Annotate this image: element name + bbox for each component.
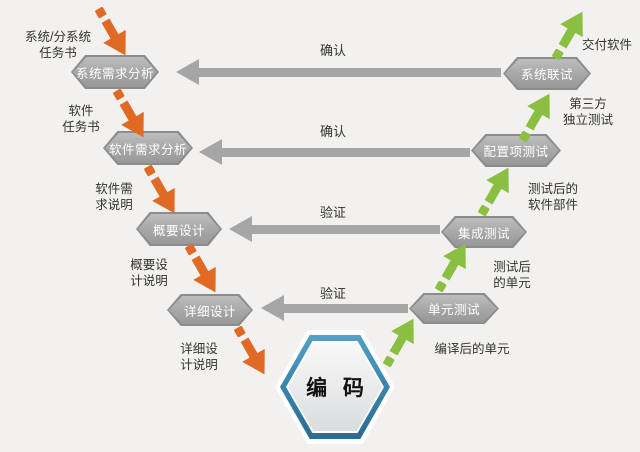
down-arrow-icon	[144, 164, 175, 214]
node-label: 系统联试	[520, 68, 573, 82]
node-detailed-design: 详细设计	[167, 294, 253, 326]
arrowhead-left-icon	[261, 295, 284, 321]
arrow-shaft	[199, 67, 501, 77]
confirm-label-row2: 确认	[319, 124, 346, 139]
node-configuration-item-test: 配置项测试	[471, 134, 561, 167]
label-preliminary-design-spec: 概要设 计说明	[130, 258, 168, 289]
node-preliminary-design: 概要设计	[136, 212, 222, 246]
label-detailed-design-spec: 详细设 计说明	[180, 342, 218, 373]
verify-label-row3: 验证	[319, 205, 346, 220]
label-delivered-software: 交付软件	[581, 38, 632, 52]
label-system-subsystem-task: 系统/分系统 任务书	[25, 30, 91, 61]
arrow-shaft	[222, 147, 470, 157]
down-arrow-icon	[113, 88, 144, 138]
verify-arrow-row3	[229, 216, 440, 242]
node-unit-test: 单元测试	[409, 293, 499, 324]
down-arrow-icon	[185, 243, 216, 293]
up-arrow-icon	[552, 11, 583, 61]
node-system-requirements-analysis: 系统需求分析	[71, 55, 159, 89]
label-software-task: 软件 任务书	[62, 104, 100, 135]
node-label: 集成测试	[457, 226, 510, 241]
up-arrow-icon	[478, 167, 509, 217]
down-arrow-icon	[95, 6, 126, 56]
down-arrow-icon	[234, 325, 265, 375]
label-compiled-units: 编译后的单元	[434, 342, 510, 356]
label-tested-units: 测试后 的单元	[493, 260, 531, 291]
arrow-shaft	[252, 224, 440, 234]
up-arrow-icon	[383, 318, 414, 368]
arrowhead-left-icon	[199, 139, 222, 165]
confirm-label-row1: 确认	[319, 43, 346, 58]
up-arrow-icon	[519, 93, 550, 143]
node-label: 详细设计	[183, 304, 236, 319]
node-system-joint-test: 系统联试	[503, 57, 591, 90]
verify-arrow-row4	[261, 295, 408, 321]
node-label: 概要设计	[152, 223, 205, 238]
arrow-shaft	[284, 303, 408, 313]
arrowhead-left-icon	[229, 216, 252, 242]
node-integration-test: 集成测试	[441, 216, 527, 248]
node-label: 编 码	[306, 377, 369, 400]
node-software-requirements-analysis: 软件需求分析	[103, 131, 193, 165]
up-arrow-icon	[435, 243, 466, 293]
node-label: 系统需求分析	[75, 66, 154, 81]
label-software-requirement-spec: 软件需 求说明	[95, 182, 133, 213]
node-label: 软件需求分析	[108, 142, 187, 157]
verify-label-row4: 验证	[319, 286, 346, 301]
node-coding: 编 码	[275, 330, 395, 444]
arrowhead-left-icon	[176, 59, 199, 85]
confirm-arrow-row1	[176, 59, 501, 85]
label-third-party-independent-test: 第三方 独立测试	[562, 97, 613, 128]
node-label: 单元测试	[427, 303, 480, 317]
confirm-arrow-row2	[199, 139, 470, 165]
label-tested-software-components: 测试后的 软件部件	[527, 182, 578, 213]
node-label: 配置项测试	[483, 145, 549, 159]
